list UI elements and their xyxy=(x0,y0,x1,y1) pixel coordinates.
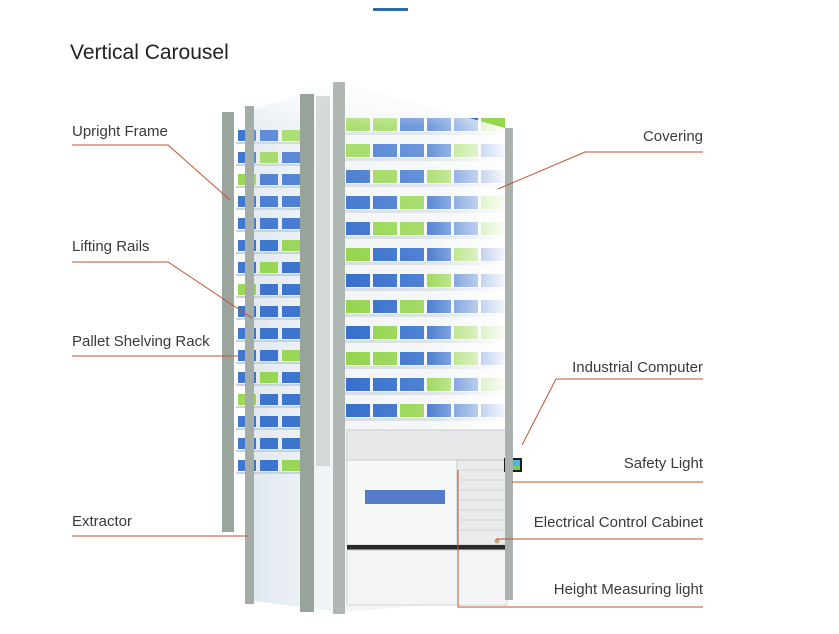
leader-lines xyxy=(72,144,703,608)
leader-industrial-computer xyxy=(521,378,703,446)
bin xyxy=(260,284,278,295)
bin xyxy=(236,274,302,276)
bin xyxy=(260,416,278,427)
label-industrial-computer: Industrial Computer xyxy=(572,359,703,376)
bin xyxy=(236,472,302,474)
lifting-rails xyxy=(316,96,330,466)
leader-covering xyxy=(497,151,703,190)
leader-height-measuring-light xyxy=(457,470,703,608)
bin xyxy=(260,394,278,405)
bin xyxy=(236,340,302,342)
bin xyxy=(260,438,278,449)
label-electrical-control-cabinet: Electrical Control Cabinet xyxy=(533,514,703,531)
bin xyxy=(282,350,300,361)
bin xyxy=(260,306,278,317)
bin xyxy=(236,296,302,298)
bin xyxy=(260,460,278,471)
bin xyxy=(282,372,300,383)
bin xyxy=(282,460,300,471)
bin xyxy=(236,428,302,430)
bin xyxy=(260,328,278,339)
label-extractor: Extractor xyxy=(72,513,133,530)
electrical-control-cabinet xyxy=(346,429,508,606)
bin xyxy=(236,362,302,364)
label-pallet-shelving-rack: Pallet Shelving Rack xyxy=(72,333,210,350)
bin xyxy=(282,306,300,317)
bin xyxy=(282,394,300,405)
bin xyxy=(260,262,278,273)
bin xyxy=(236,384,302,386)
label-height-measuring-light: Height Measuring light xyxy=(553,581,703,598)
label-safety-light: Safety Light xyxy=(623,455,703,472)
label-upright-frame: Upright Frame xyxy=(72,123,168,140)
bin xyxy=(282,284,300,295)
leader-upright-frame xyxy=(72,144,231,201)
upright-frame xyxy=(222,82,513,614)
bin xyxy=(282,438,300,449)
diagram-title: Vertical Carousel xyxy=(70,41,229,64)
top-accent-bar xyxy=(373,8,408,11)
bin xyxy=(236,406,302,408)
bin xyxy=(282,416,300,427)
bin xyxy=(236,318,302,320)
label-covering: Covering xyxy=(642,128,703,145)
bin xyxy=(260,372,278,383)
bin xyxy=(236,450,302,452)
bin xyxy=(282,328,300,339)
covering-top-fade xyxy=(245,82,505,260)
bin xyxy=(282,262,300,273)
label-lifting-rails: Lifting Rails xyxy=(72,238,150,255)
leader-lifting-rails xyxy=(72,261,253,319)
bin xyxy=(260,350,278,361)
